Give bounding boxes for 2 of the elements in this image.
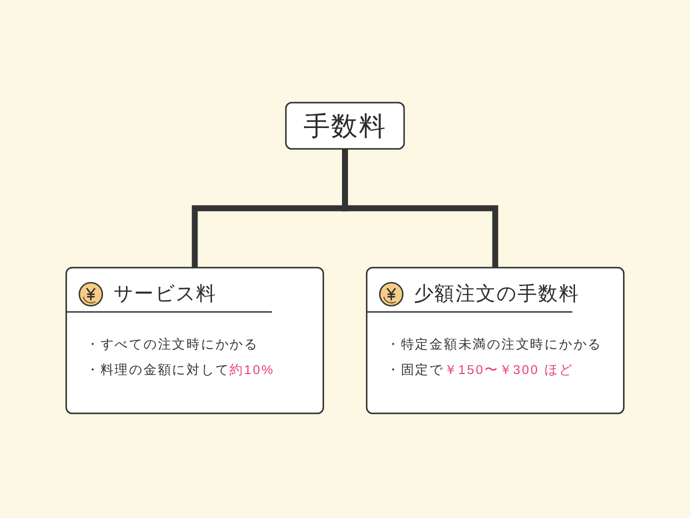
node-box: 手数料 <box>285 102 405 150</box>
connector <box>342 148 498 268</box>
